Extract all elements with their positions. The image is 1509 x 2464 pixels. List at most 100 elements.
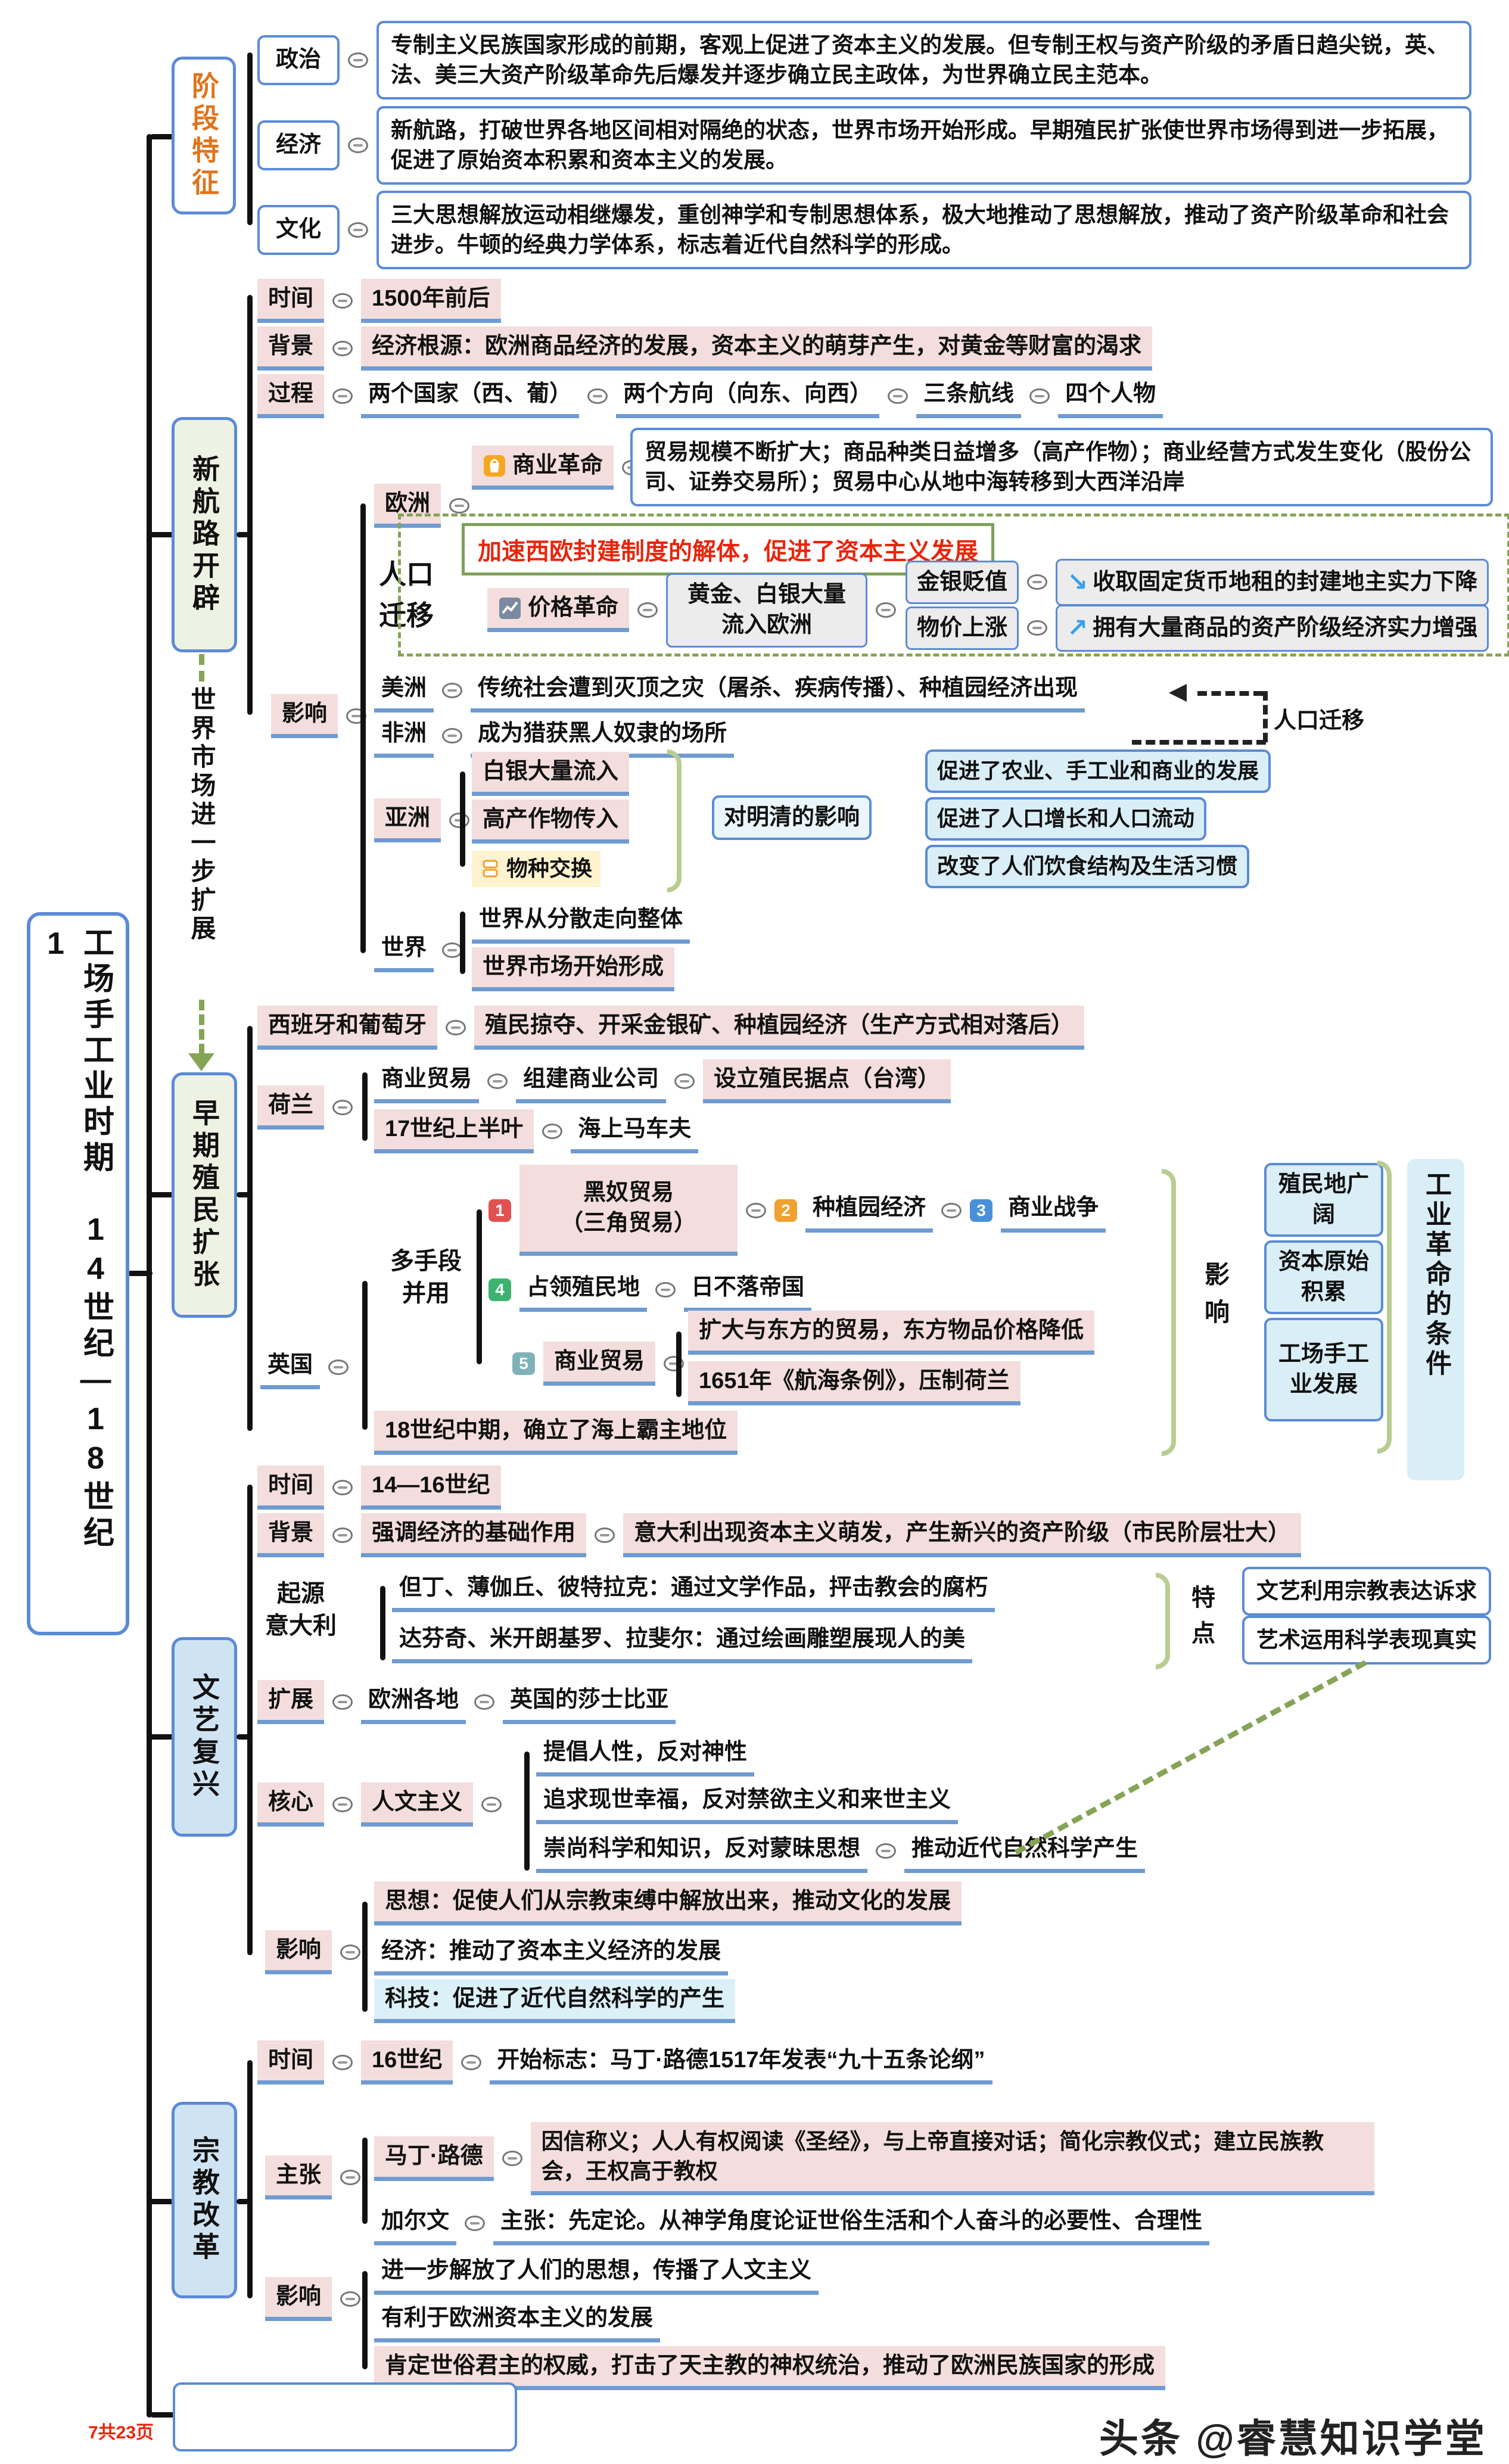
stage-label-economy: 经济 (257, 120, 340, 170)
america-label: 美洲 (374, 668, 434, 713)
stage-text-politics: 专制主义民族国家形成的前期，客观上促进了资本主义的发展。但专制王权与资产阶级的矛… (377, 21, 1471, 99)
spain-row: 西班牙和葡萄牙 殖民掠夺、开采金银矿、种植园经济（生产方式相对落后） (257, 1006, 1085, 1050)
colonial-impact-3: 工场手工业发展 (1264, 1318, 1383, 1421)
renaissance-bracket (247, 1485, 253, 1955)
feature-brace (1156, 1573, 1170, 1669)
britain-method-row-2: 4 占领殖民地 日不落帝国 (489, 1268, 812, 1312)
core-point-3: 崇尚科学和知识，反对蒙昧思想 (536, 1829, 868, 1874)
price-node: 价格革命 (487, 588, 630, 633)
link-dot (542, 1124, 563, 1140)
stage-label-culture: 文化 (257, 205, 340, 255)
claims-label: 主张 (265, 2155, 332, 2200)
branch-stub (150, 532, 174, 537)
origin-art: 达芬奇、米开朗基罗、拉斐尔：通过绘画雕塑展现人的美 (392, 1619, 973, 1664)
spain-label: 西班牙和葡萄牙 (257, 1006, 438, 1050)
badge-2: 2 (774, 1199, 797, 1222)
colonial-impact-1: 殖民地广阔 (1264, 1163, 1383, 1237)
feature-link-dash (1014, 1660, 1367, 1855)
time-mark: 开始标志：马丁·路德1517年发表“九十五条论纲” (490, 2040, 992, 2085)
link-dot (340, 2291, 361, 2307)
britain-result: 18世纪中期，确立了海上霸主地位 (374, 1411, 738, 1455)
ref-impact-1: 进一步解放了人们的思想，传播了人文主义 (374, 2251, 819, 2295)
empty-topic-node (173, 2382, 517, 2451)
cards-icon (480, 858, 500, 879)
trend-up-icon: ↗ (1067, 614, 1088, 642)
methods-bracket (477, 1209, 482, 1364)
world-item-2: 世界市场开始形成 (472, 947, 675, 992)
watermark: 头条 @睿慧知识学堂 (1099, 2416, 1487, 2460)
humanism-node: 人文主义 (361, 1782, 474, 1827)
branch-stub (150, 134, 174, 139)
core-point-3-result: 推动近代自然科学产生 (904, 1829, 1146, 1874)
luther-text: 因信称义；人人有权阅读《圣经》，与上帝直接对话；简化宗教仪式；建立民族教会，王权… (530, 2122, 1374, 2195)
trade-result-2: 1651年《航海条例》，压制荷兰 (688, 1361, 1020, 1406)
link-dot (442, 942, 463, 959)
commerce-text: 贸易规模不断扩大；商品种类日益增多（高产作物）；商业经营方式发生变化（股份公司、… (630, 428, 1493, 506)
ren-time-row: 时间 14—16世纪 (257, 1466, 501, 1510)
stage-label-politics: 政治 (257, 35, 340, 85)
process-label: 过程 (257, 374, 325, 419)
root-node: 工场手工业时期 14世纪—18世纪 1 (27, 912, 129, 1635)
empire-node: 日不落帝国 (684, 1268, 812, 1312)
link-dot (442, 683, 463, 699)
price-label: 价格革命 (528, 595, 619, 621)
britain-bracket (362, 1281, 368, 1430)
price-result1: ↘ 收取固定货币地租的封建地主实力下降 (1056, 559, 1489, 606)
branch-label: 宗教改革 (189, 2136, 220, 2264)
branch-node-renaissance: 文艺复兴 (172, 1637, 237, 1837)
time-value: 1500年前后 (361, 279, 501, 323)
mingqing-node: 对明清的影响 (712, 795, 872, 841)
ren-impact-economy: 经济：推动了资本主义经济的发展 (374, 1931, 729, 1976)
britain-methods-label: 多手段 并用 (390, 1248, 462, 1306)
branch-stub (150, 2199, 174, 2204)
holland-base: 设立殖民据点（台湾） (703, 1059, 951, 1104)
branch-node-reformation: 宗教改革 (172, 2102, 237, 2298)
core-bracket (524, 1751, 530, 1871)
migration-dash (1263, 691, 1268, 742)
root-connector (127, 1271, 153, 1276)
migration-arrow-icon (1169, 684, 1187, 702)
america-row: 美洲 传统社会遭到灭顶之灾（屠杀、疾病传播）、种植园经济出现 (374, 668, 1085, 713)
link-dot (481, 1797, 502, 1813)
link-dot (340, 1945, 361, 1961)
link-dot (674, 1074, 695, 1090)
britain-method-row-3: 5 商业贸易 (512, 1342, 685, 1386)
origin-literature: 但丁、薄伽丘、彼特拉克：通过文学作品，抨击教会的腐朽 (392, 1568, 995, 1613)
holland-bracket (362, 1072, 368, 1141)
link-dot (348, 52, 368, 68)
branch-label: 早期殖民扩张 (189, 1099, 220, 1292)
link-dot (446, 1020, 466, 1036)
calvin-row: 加尔文 主张：先定论。从神学角度论证世俗生活和个人奋斗的必要性、合理性 (374, 2201, 1210, 2246)
badge-5: 5 (512, 1352, 535, 1376)
britain-method-row-1: 1 黑奴贸易 （三角贸易） 2 种植园经济 3 商业战争 (489, 1165, 1106, 1256)
stage-row-culture: 文化 三大思想解放运动相继爆发，重创神学和专制思想体系，极大地推动了思想解放，推… (257, 191, 1471, 269)
time-label: 时间 (257, 1466, 325, 1510)
link-dot (348, 137, 368, 153)
ren-impact-label-row: 影响 (265, 1930, 361, 1975)
britain-label-row: 英国 (260, 1345, 349, 1390)
link-dot (332, 1797, 353, 1813)
branch-stub (150, 2412, 178, 2418)
holland-trade: 商业贸易 (374, 1059, 480, 1104)
commerce-node: 商业革命 (472, 446, 614, 490)
core-point-2: 追求现世幸福，反对禁欲主义和来世主义 (536, 1780, 959, 1825)
commerce-row: 商业革命 (472, 446, 643, 490)
link-dot (332, 2055, 353, 2071)
condition-brace (1377, 1161, 1392, 1454)
stage-row-politics: 政治 专制主义民族国家形成的前期，客观上促进了资本主义的发展。但专制王权与资产阶… (257, 21, 1471, 99)
branch-label: 阶段特征 (188, 71, 219, 200)
price-row: 价格革命 黄金、白银大量流入欧洲 (487, 573, 897, 648)
shopping-bag-icon (483, 454, 506, 478)
europe-row: 欧洲 (374, 484, 470, 528)
impact-label: 影响 (271, 694, 338, 739)
link-dot (332, 341, 353, 357)
background-2: 意大利出现资本主义萌发，产生新兴的资产阶级（市民阶层壮大） (623, 1513, 1302, 1558)
world-bracket (460, 911, 465, 974)
time-value: 14—16世纪 (361, 1466, 501, 1510)
africa-label: 非洲 (374, 714, 434, 758)
slave-trade-node: 黑奴贸易 （三角贸易） (519, 1165, 738, 1256)
origin-bracket (380, 1586, 385, 1660)
holland-period: 17世纪上半叶 (374, 1109, 534, 1154)
link-dot (1027, 574, 1048, 590)
expand-shakespeare: 英国的莎士比亚 (503, 1680, 676, 1725)
